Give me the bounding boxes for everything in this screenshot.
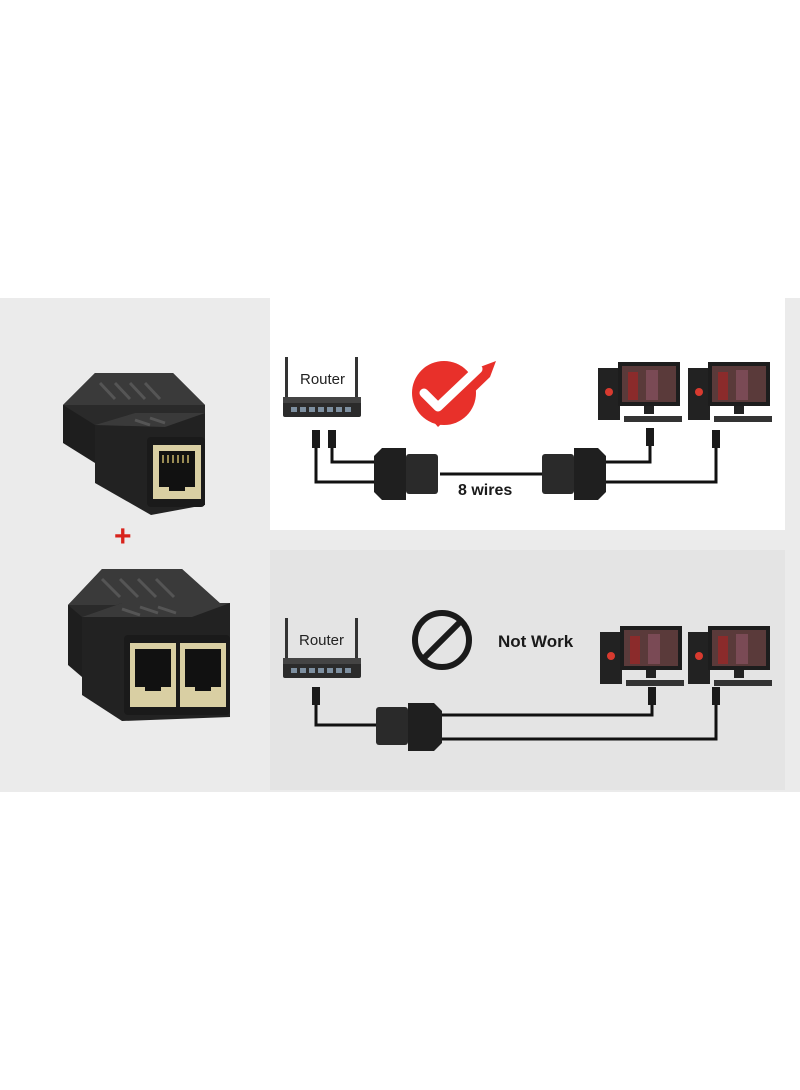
- router-icon: [283, 357, 361, 417]
- not-working-wiring-diagram: [312, 687, 720, 751]
- computer-icon-3: [600, 626, 684, 686]
- router-icon: [283, 618, 361, 678]
- splitter-icon: [376, 703, 442, 751]
- computer-icon-4: [688, 626, 772, 686]
- splitter-right-icon: [542, 448, 606, 500]
- not-work-label: Not Work: [498, 632, 574, 651]
- wires-count-label: 8 wires: [458, 482, 513, 499]
- plus-sign: +: [114, 520, 132, 553]
- splitter-left-icon: [374, 448, 438, 500]
- router-label: Router: [300, 371, 346, 388]
- computer-icon-2: [688, 362, 772, 422]
- router-label: Router: [299, 632, 345, 649]
- single-port-adapter-image: [63, 373, 205, 515]
- computer-icon-1: [598, 362, 682, 422]
- working-wiring-diagram: [312, 428, 720, 500]
- dual-port-adapter-image: [68, 569, 230, 721]
- right-margin: [785, 298, 800, 792]
- checkmark-badge-icon: [412, 361, 496, 427]
- prohibited-icon: [412, 610, 472, 670]
